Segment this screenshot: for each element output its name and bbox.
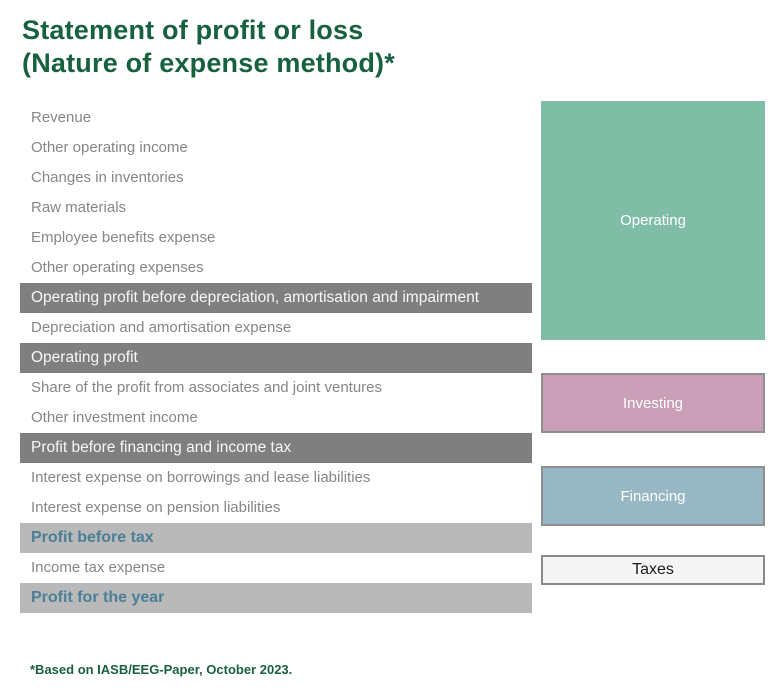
page-title: Statement of profit or loss(Nature of ex… [22, 14, 395, 80]
line-item-other-investment-income: Other investment income [31, 409, 198, 426]
line-item-share-of-profit-associates: Share of the profit from associates and … [31, 379, 383, 396]
category-label-operating: Operating [620, 212, 686, 229]
category-label-investing: Investing [622, 394, 684, 412]
line-item-other-operating-income: Other operating income [31, 139, 188, 156]
category-block-financing: Financing [541, 466, 765, 526]
line-items-list: Revenue Other operating income Changes i… [20, 103, 532, 613]
line-item-changes-in-inventories: Changes in inventories [31, 169, 184, 186]
line-item-income-tax-expense: Income tax expense [31, 559, 166, 576]
category-label-financing: Financing [620, 487, 686, 505]
subtotal-profit-before-financing-and-tax: Profit before financing and income tax [20, 433, 532, 463]
total-profit-for-the-year: Profit for the year [20, 583, 532, 613]
category-block-investing: Investing [541, 373, 765, 433]
subtotal-operating-profit-before-depreciation: Operating profit before depreciation, am… [20, 283, 532, 313]
line-item-interest-expense-borrowings: Interest expense on borrowings and lease… [31, 469, 371, 486]
category-block-taxes: Taxes [541, 555, 765, 585]
total-profit-before-tax: Profit before tax [20, 523, 532, 553]
line-item-revenue: Revenue [31, 109, 92, 126]
page-title-line1: Statement of profit or loss [22, 15, 364, 45]
category-label-taxes: Taxes [632, 561, 674, 578]
line-item-raw-materials: Raw materials [31, 199, 127, 216]
page-title-line2: (Nature of expense method)* [22, 48, 395, 78]
footnote: *Based on IASB/EEG-Paper, October 2023. [30, 662, 293, 677]
subtotal-operating-profit: Operating profit [20, 343, 532, 373]
line-item-employee-benefits-expense: Employee benefits expense [31, 229, 216, 246]
line-item-interest-expense-pension: Interest expense on pension liabilities [31, 499, 281, 516]
line-item-other-operating-expenses: Other operating expenses [31, 259, 204, 276]
category-block-operating: Operating [541, 101, 765, 340]
line-item-depreciation-amortisation: Depreciation and amortisation expense [31, 319, 292, 336]
